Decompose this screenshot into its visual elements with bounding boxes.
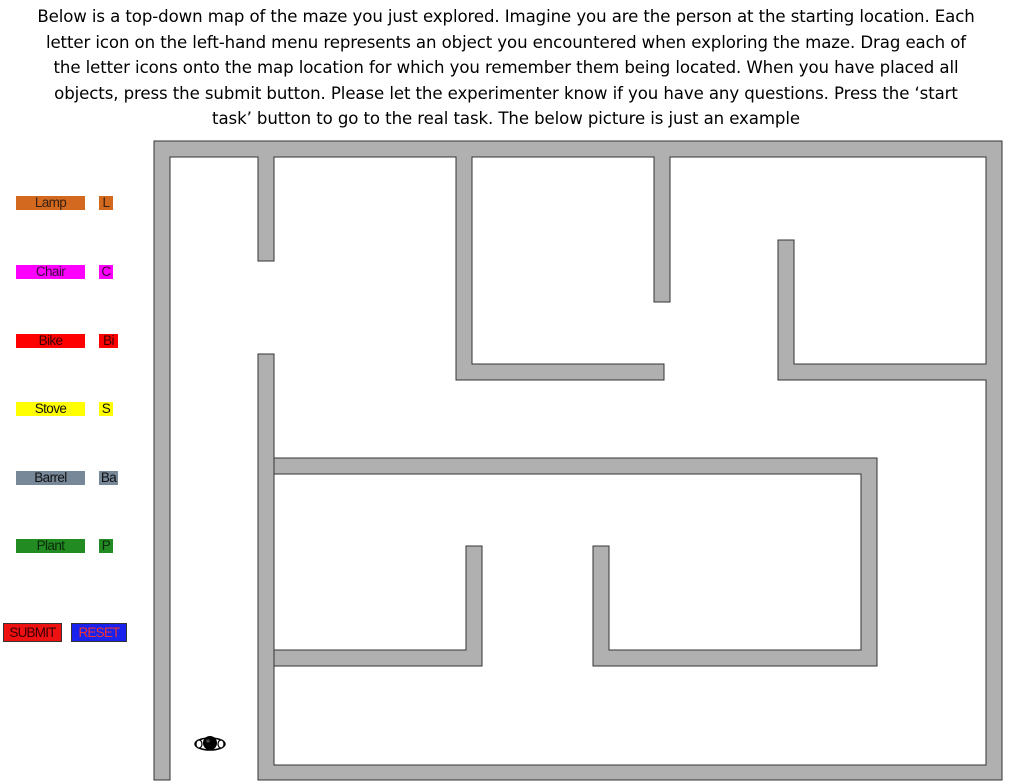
object-label-lamp: Lamp <box>16 196 85 210</box>
instructions-line: objects, press the submit button. Please… <box>54 83 958 103</box>
maze-inner-wall <box>273 457 878 667</box>
letter-icon-plant[interactable]: P <box>99 539 113 553</box>
object-label-plant: Plant <box>16 539 85 553</box>
object-label-chair: Chair <box>16 265 85 279</box>
instructions-line: task’ button to go to the real task. The… <box>212 109 800 128</box>
submit-button[interactable]: SUBMIT <box>3 623 62 642</box>
letter-icon-stove[interactable]: S <box>99 402 113 416</box>
instructions-line: the letter icons onto the map location f… <box>53 58 959 77</box>
person-topdown-icon <box>194 736 226 751</box>
instructions-line: letter icon on the left-hand menu repres… <box>45 32 967 52</box>
letter-icon-bike[interactable]: Bi <box>99 334 118 348</box>
letter-icon-lamp[interactable]: L <box>99 196 113 210</box>
object-label-bike: Bike <box>16 334 85 348</box>
object-label-barrel: Barrel <box>16 471 85 485</box>
letter-icon-chair[interactable]: C <box>99 265 113 279</box>
letter-icon-barrel[interactable]: Ba <box>99 470 118 485</box>
maze-outer-wall <box>153 140 1003 781</box>
maze-inner-wall <box>273 545 483 667</box>
reset-button[interactable]: RESET <box>71 623 127 642</box>
instructions-line: Below is a top-down map of the maze you … <box>37 7 975 26</box>
object-label-stove: Stove <box>16 402 85 416</box>
instructions-text: Below is a top-down map of the maze you … <box>0 4 1012 132</box>
